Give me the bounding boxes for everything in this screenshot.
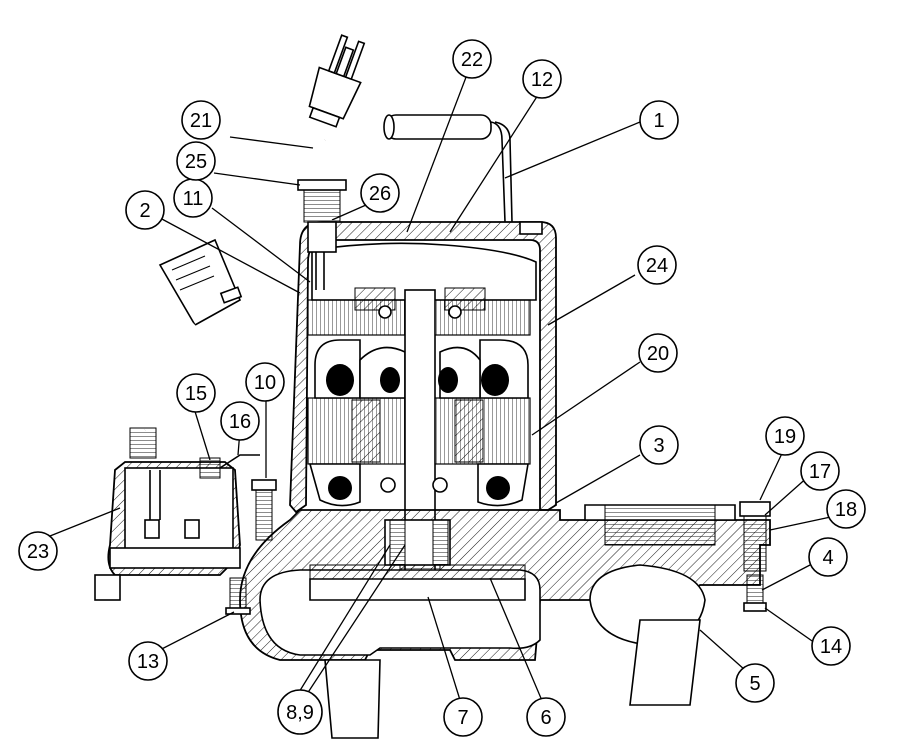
callout-1: 1 — [639, 100, 679, 140]
callout-label: 2 — [139, 200, 150, 222]
callout-label: 13 — [137, 651, 159, 673]
callout-label: 25 — [185, 151, 207, 173]
callout-12: 12 — [522, 59, 562, 99]
callout-23: 23 — [18, 531, 58, 571]
lower-bearing — [380, 477, 448, 493]
callout-label: 10 — [254, 372, 276, 394]
callout-label: 15 — [185, 383, 207, 405]
discharge-bolt — [739, 501, 771, 612]
callout-2: 2 — [125, 190, 165, 230]
callout-19: 19 — [765, 416, 805, 456]
callout-label: 3 — [653, 435, 664, 457]
callout-label: 17 — [809, 461, 831, 483]
callout-17: 17 — [800, 451, 840, 491]
upper-bearing — [354, 287, 486, 319]
callout-label: 12 — [531, 69, 553, 91]
float-switch — [141, 238, 243, 432]
callout-label: 23 — [27, 541, 49, 563]
power-cord — [297, 138, 347, 290]
callout-5: 5 — [735, 663, 775, 703]
callout-label: 21 — [190, 110, 212, 132]
callout-16: 16 — [220, 401, 260, 441]
callout-24: 24 — [637, 245, 677, 285]
callout-20: 20 — [638, 333, 678, 373]
callout-label: 11 — [183, 188, 204, 210]
switch-box — [94, 427, 260, 601]
callout-26: 26 — [360, 173, 400, 213]
callout-label: 8,9 — [286, 702, 314, 724]
callout-label: 22 — [461, 49, 483, 71]
callout-25: 25 — [176, 141, 216, 181]
callout-label: 7 — [457, 707, 468, 729]
handle — [383, 114, 543, 235]
callout-8-9: 8,9 — [277, 689, 323, 735]
callout-label: 26 — [369, 183, 391, 205]
callout-14: 14 — [811, 626, 851, 666]
callout-18: 18 — [826, 489, 866, 529]
callout-label: 16 — [229, 411, 251, 433]
leader-lines — [44, 71, 841, 704]
callout-label: 20 — [647, 343, 669, 365]
callout-6: 6 — [526, 697, 566, 737]
callout-15: 15 — [176, 373, 216, 413]
callout-11: 11 — [173, 178, 213, 218]
callout-13: 13 — [128, 641, 168, 681]
volute-casting — [239, 504, 771, 739]
callout-label: 5 — [749, 673, 760, 695]
housing-bolt — [225, 479, 277, 615]
callout-label: 6 — [540, 707, 551, 729]
callout-label: 4 — [822, 547, 833, 569]
plug — [308, 34, 366, 128]
callout-21: 21 — [181, 100, 221, 140]
callout-label: 18 — [835, 499, 857, 521]
callout-label: 24 — [646, 255, 668, 277]
callout-10: 10 — [245, 362, 285, 402]
callout-label: 19 — [774, 426, 796, 448]
callout-label: 1 — [653, 110, 664, 132]
callout-3: 3 — [639, 425, 679, 465]
callout-4: 4 — [808, 537, 848, 577]
callout-label: 14 — [820, 636, 842, 658]
callout-22: 22 — [452, 39, 492, 79]
callout-7: 7 — [443, 697, 483, 737]
